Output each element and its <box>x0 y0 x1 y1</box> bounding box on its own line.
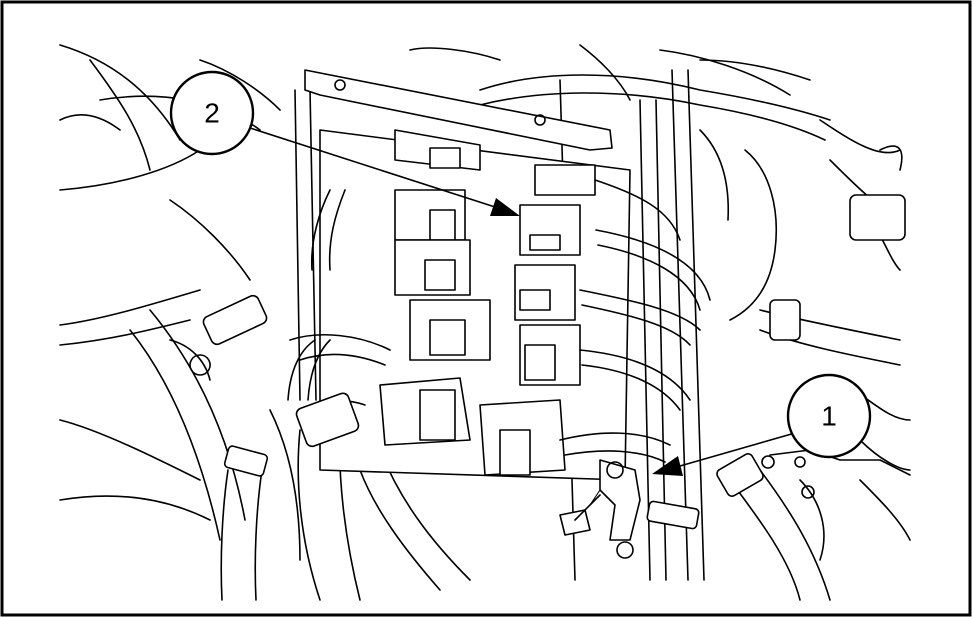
leader-line-2 <box>246 126 496 208</box>
callout-2: 2 <box>169 70 255 156</box>
relay-block <box>379 129 596 476</box>
leader-lines <box>246 126 796 476</box>
leader-line-1 <box>679 432 796 467</box>
callout-1-circle <box>786 373 872 459</box>
callout-2-circle <box>169 70 255 156</box>
callout-1-label: 1 <box>821 401 837 432</box>
callout-2-label: 2 <box>204 98 220 129</box>
ground-terminal <box>559 459 700 559</box>
wiring-harness <box>202 179 711 561</box>
callout-1: 1 <box>786 373 872 459</box>
arrowhead-1 <box>652 456 683 476</box>
background-linework <box>59 44 911 601</box>
arrowhead-2 <box>490 198 520 216</box>
